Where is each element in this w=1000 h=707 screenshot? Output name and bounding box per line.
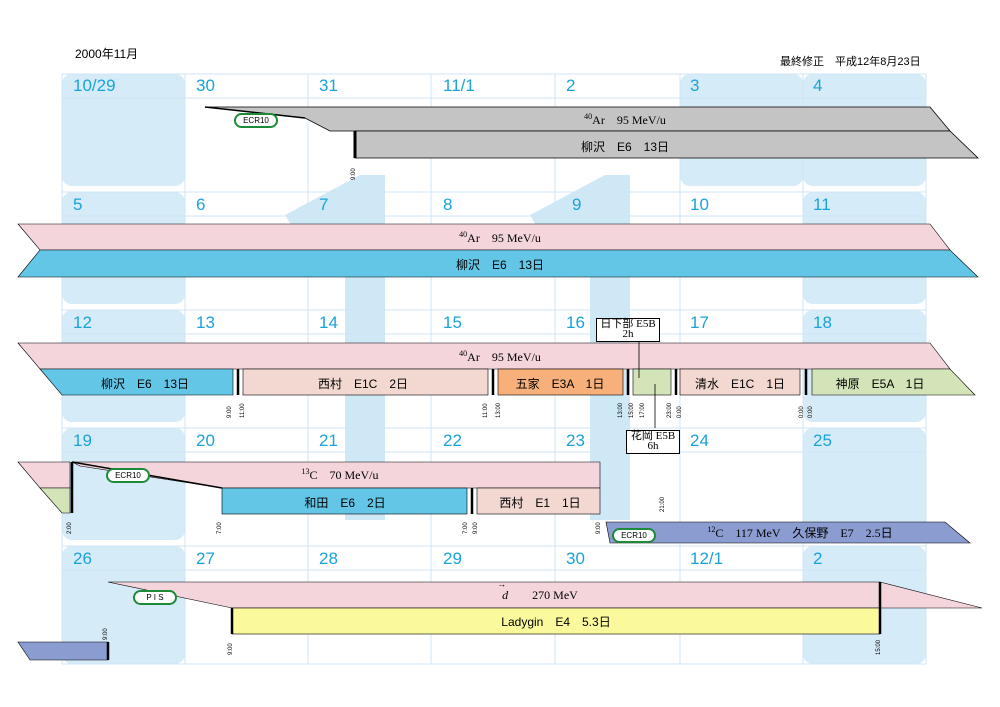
time-mark: 15:00: [629, 402, 635, 418]
day-number: 7: [319, 195, 329, 214]
day-number: 29: [443, 549, 462, 568]
experiment-label: Ladygin E4 5.3日: [501, 615, 611, 629]
time-mark: 13:00: [618, 402, 624, 418]
day-number: 14: [319, 313, 338, 332]
day-number: 10/29: [73, 76, 116, 95]
time-mark: 9:00: [596, 522, 602, 534]
week1-schedule: [204, 106, 979, 159]
experiment-label: 西村 E1C 2日: [317, 377, 409, 391]
beam-label: 40Ar 95 MeV/u: [459, 349, 541, 364]
day-number: 19: [73, 431, 92, 450]
beam-label: 40Ar 95 MeV/u: [584, 112, 666, 127]
time-mark: 0:00: [808, 406, 814, 418]
experiment-label: 清水 E1C 1日: [694, 377, 786, 391]
beam-label: 13C 70 MeV/u: [301, 467, 379, 482]
day-number: 20: [196, 431, 215, 450]
beam-label: 12C 117 MeV 久保野 E7 2.5日: [707, 525, 893, 540]
ion-source-badge: ECR10: [612, 528, 656, 543]
day-number: 4: [813, 76, 823, 95]
time-mark: 0:00: [799, 406, 805, 418]
experiment-label: 柳沢 E6 13日: [100, 377, 190, 391]
day-number: 28: [319, 549, 338, 568]
day-number: 12: [73, 313, 92, 332]
day-number: 31: [319, 76, 338, 95]
beam-label: 40Ar 95 MeV/u: [459, 230, 541, 245]
month-title: 2000年11月: [75, 47, 139, 61]
experiment-label: 和田 E6 2日: [304, 496, 386, 510]
day-number: 11: [813, 195, 831, 214]
day-number: 9: [572, 195, 582, 214]
time-mark: 0:00: [677, 406, 683, 418]
day-number: 3: [690, 76, 700, 95]
day-number: 30: [566, 549, 585, 568]
experiment-label: 柳沢 E6 13日: [455, 258, 545, 272]
time-mark: 23:00: [667, 402, 673, 418]
time-mark: 9:00: [473, 522, 479, 534]
time-mark: 11:00: [483, 403, 489, 418]
time-mark: 15:00: [876, 639, 882, 655]
time-mark: 17:00: [640, 402, 646, 418]
day-number: 23: [566, 431, 585, 450]
day-number: 22: [443, 431, 462, 450]
day-number: 2: [813, 549, 823, 568]
arrow-over-icon: →: [497, 579, 507, 589]
time-mark: 7:00: [217, 522, 223, 534]
experiment-label: 神原 E5A 1日: [835, 377, 925, 391]
day-number: 17: [690, 313, 709, 332]
day-number: 18: [813, 313, 832, 332]
time-mark: 9:00: [227, 406, 233, 418]
time-mark: 21:00: [660, 496, 666, 512]
day-number: 15: [443, 313, 462, 332]
time-mark: 7:00: [463, 522, 469, 534]
day-number: 12/1: [690, 549, 724, 568]
beam-label: →d 270 MeV: [497, 579, 578, 602]
week5-schedule: [17, 581, 983, 661]
time-mark: 9:00: [228, 643, 234, 655]
day-number: 6: [196, 195, 206, 214]
experiment-label: 西村 E1 1日: [499, 496, 581, 510]
week4-schedule: [17, 461, 971, 544]
day-number: 10: [690, 195, 709, 214]
day-number: 11/1: [443, 76, 475, 95]
time-mark: 11:00: [240, 403, 246, 418]
day-number: 25: [813, 431, 832, 450]
day-number: 5: [73, 195, 83, 214]
day-number: 2: [566, 76, 576, 95]
ion-source-badge: ECR10: [106, 468, 150, 483]
day-number: 24: [690, 431, 709, 450]
time-mark: 2:00: [67, 522, 73, 534]
time-mark: 9:00: [103, 628, 109, 640]
revision-date: 最終修正 平成12年8月23日: [780, 56, 921, 68]
day-number: 26: [73, 549, 92, 568]
day-number: 8: [443, 195, 453, 214]
day-number: 21: [319, 431, 338, 450]
ion-source-badge: P I S: [133, 590, 177, 605]
day-number: 16: [566, 313, 585, 332]
week2-schedule: [17, 223, 979, 278]
time-mark: 13:00: [496, 402, 502, 418]
day-number: 27: [196, 549, 215, 568]
week3-schedule: [17, 342, 976, 428]
day-number: 30: [196, 76, 215, 95]
start-time: 9:00: [351, 168, 357, 180]
experiment-label: 柳沢 E6 13日: [580, 140, 670, 154]
day-number: 13: [196, 313, 215, 332]
ion-source-badge: ECR10: [234, 113, 278, 128]
experiment-label: 五家 E3A 1日: [515, 377, 605, 391]
